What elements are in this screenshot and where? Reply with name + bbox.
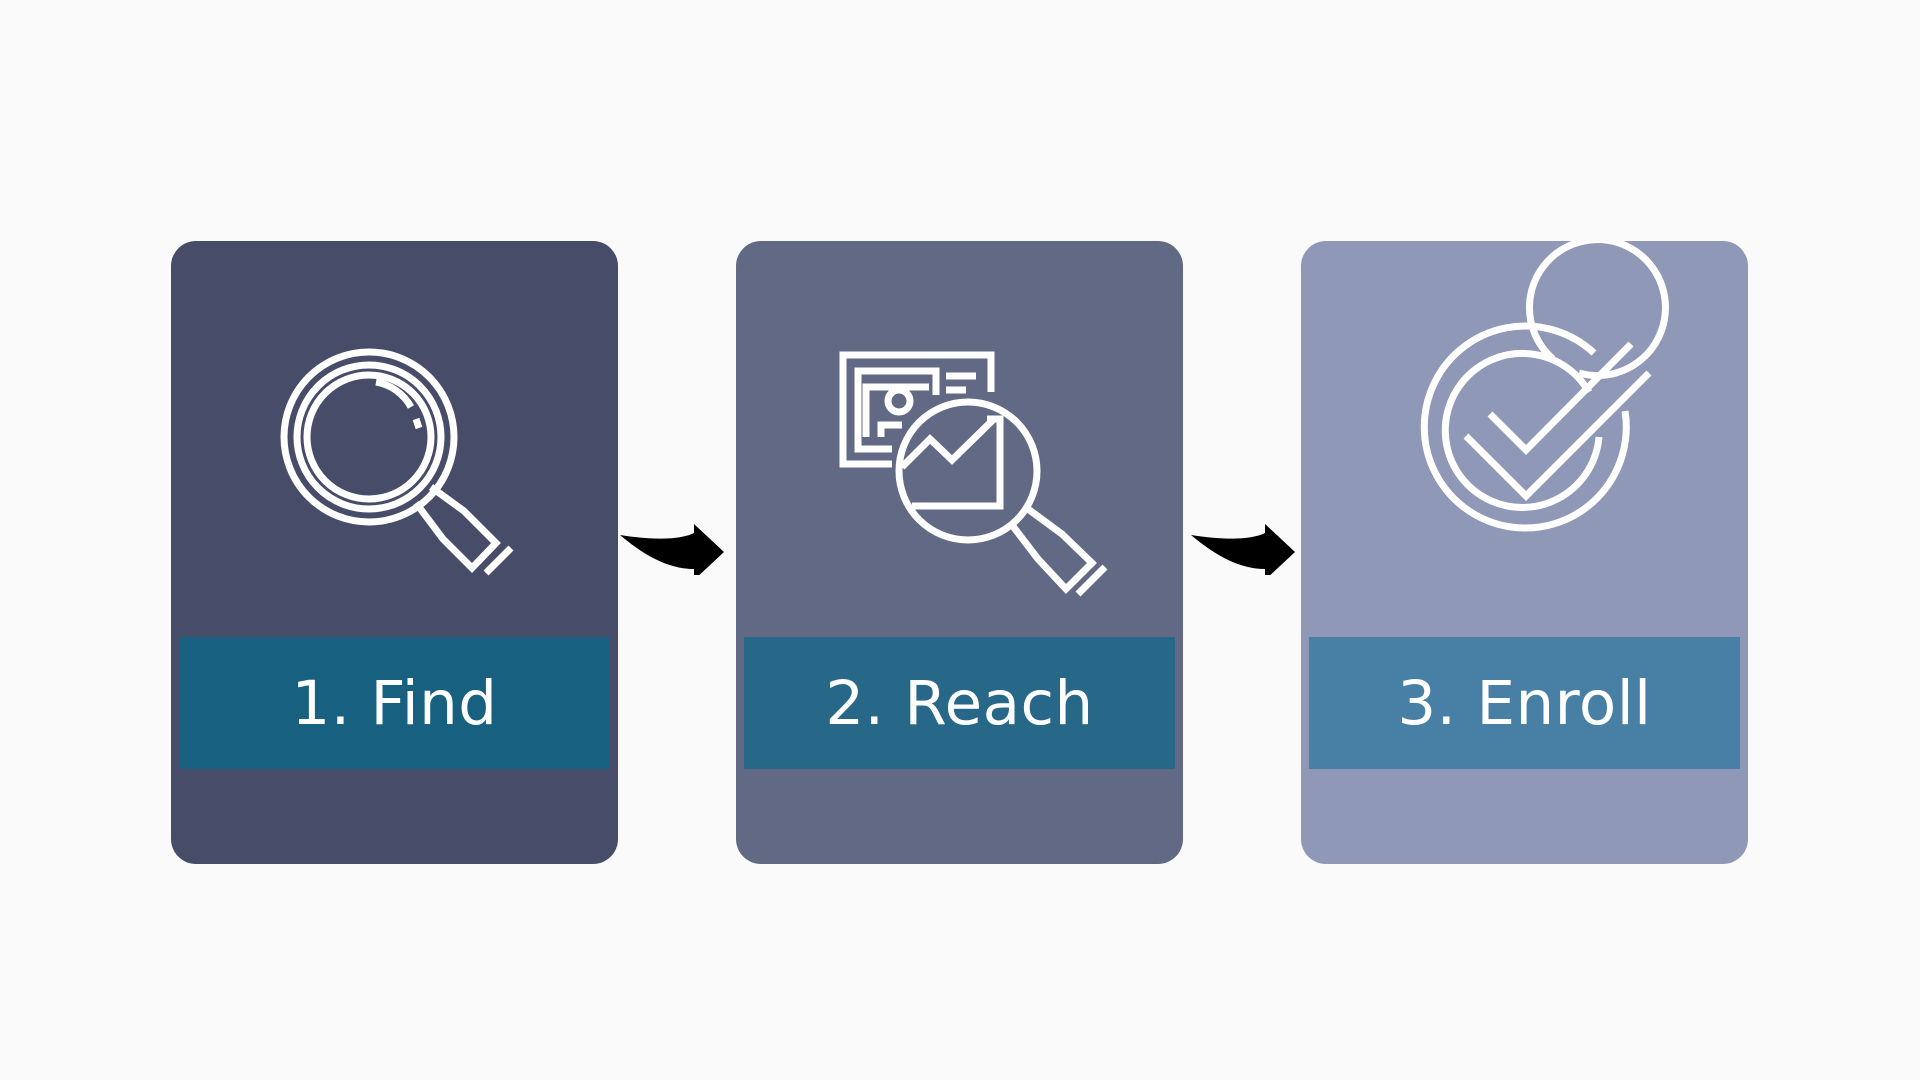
magnifier-icon [171, 241, 618, 621]
profile-search-icon [736, 241, 1183, 621]
step-label: 2. Reach [744, 637, 1175, 769]
step-label: 1. Find [179, 637, 610, 769]
step-label: 3. Enroll [1309, 637, 1740, 769]
step-card-enroll: 3. Enroll [1301, 241, 1748, 864]
target-check-icon [1301, 241, 1748, 621]
arrow-right-icon [1189, 505, 1299, 575]
arrow-right-icon [618, 505, 728, 575]
step-card-find: 1. Find [171, 241, 618, 864]
step-card-reach: 2. Reach [736, 241, 1183, 864]
